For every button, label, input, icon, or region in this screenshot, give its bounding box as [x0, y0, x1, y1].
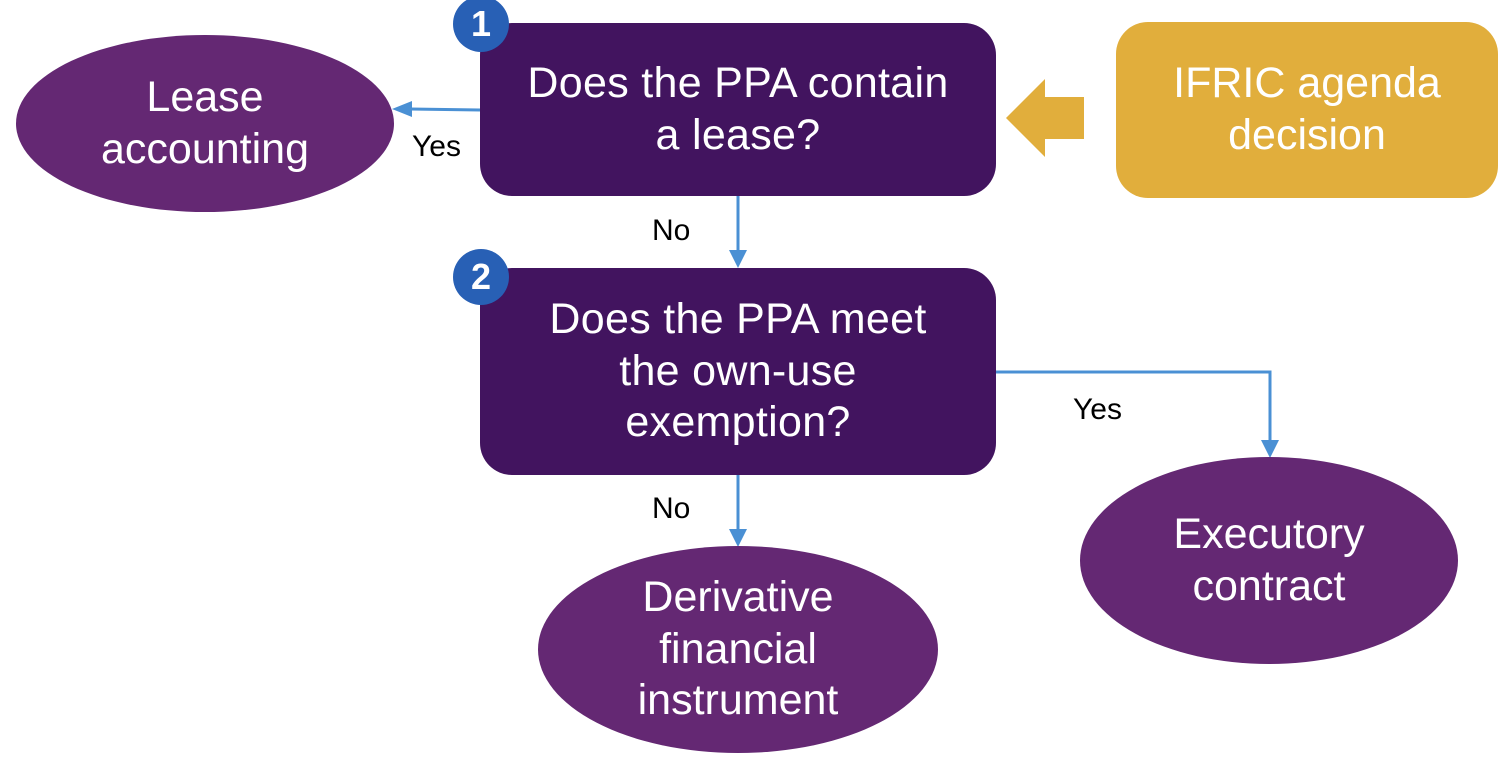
outcome-lease-accounting-label: Lease accounting: [101, 72, 309, 173]
step-badge-2: 2: [453, 249, 509, 305]
arrowhead-lease: [392, 101, 412, 117]
step-badge-1: 1: [453, 0, 509, 52]
block-arrow-icon: [1006, 79, 1084, 157]
edge-label-step2-no: No: [652, 492, 691, 525]
source-ifric-agenda-decision: IFRIC agenda decision: [1116, 22, 1498, 198]
outcome-lease-accounting: Lease accounting: [16, 35, 394, 212]
arrowhead-step2: [729, 250, 747, 268]
arrowhead-derivative: [729, 529, 747, 547]
outcome-derivative-label: Derivative financial instrument: [637, 573, 839, 725]
edge-label-step1-no: No: [652, 214, 691, 247]
arrowhead-executory: [1261, 440, 1279, 458]
connector-step2-to-executory: [996, 370, 1272, 442]
decision-step1: Does the PPA contain a lease?: [480, 23, 996, 196]
outcome-executory-contract: Executory contract: [1080, 457, 1458, 664]
edge-label-step2-yes: Yes: [1073, 393, 1122, 426]
connector-step1-to-lease: [409, 107, 481, 112]
source-ifric-label: IFRIC agenda decision: [1173, 59, 1441, 159]
outcome-executory-label: Executory contract: [1173, 509, 1365, 610]
outcome-derivative-financial-instrument: Derivative financial instrument: [538, 546, 938, 753]
decision-step1-label: Does the PPA contain a lease?: [527, 58, 949, 159]
edge-label-step1-yes: Yes: [412, 130, 461, 163]
decision-step2: Does the PPA meet the own-use exemption?: [480, 268, 996, 475]
decision-step2-label: Does the PPA meet the own-use exemption?: [549, 295, 927, 447]
